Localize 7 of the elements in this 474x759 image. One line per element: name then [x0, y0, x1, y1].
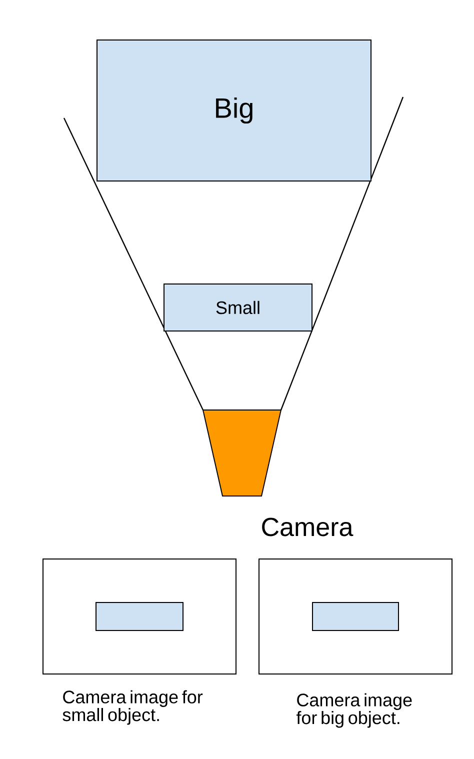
node-label: Camera image for big object.: [296, 693, 412, 728]
node-label: Camera: [262, 518, 354, 536]
object-image: [312, 602, 399, 631]
object-box: Small: [164, 284, 312, 332]
object-image: [96, 602, 184, 631]
object-box: Big: [96, 40, 372, 182]
node-label: Camera image for small object.: [62, 690, 203, 725]
